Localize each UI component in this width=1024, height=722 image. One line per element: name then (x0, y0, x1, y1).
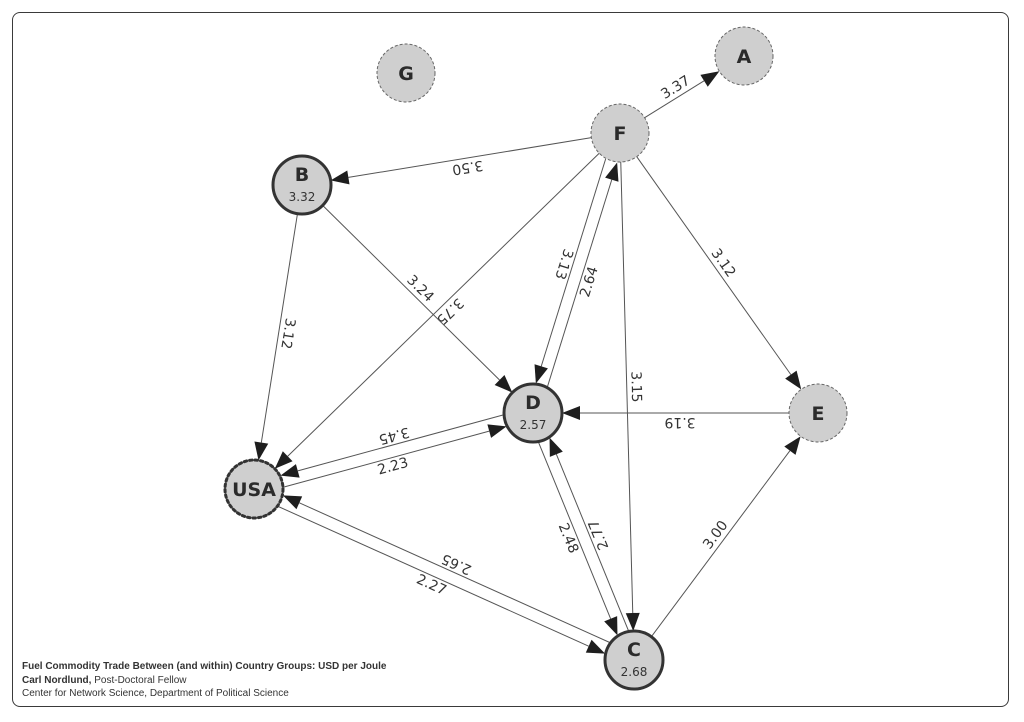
edge-line (348, 137, 592, 178)
caption-affiliation: Center for Network Science, Department o… (22, 688, 289, 699)
arrowhead-icon (254, 441, 269, 461)
edge-line (277, 505, 589, 647)
edge-weight-label: 2.65 (439, 550, 474, 577)
node-circle[interactable] (502, 382, 564, 444)
edge-weight-label: 3.19 (664, 414, 695, 430)
edge-f-to-c: 3.15 (620, 161, 644, 632)
node-circle[interactable] (714, 26, 774, 86)
edge-weight-label: 3.12 (277, 317, 298, 350)
edge-line (636, 156, 792, 375)
edge-weight-label: 2.77 (586, 517, 613, 552)
edge-line (537, 441, 612, 619)
nodes-layer: G A F B 3.32D 2.57 E USA C 2.68 (223, 26, 848, 691)
caption-title: Fuel Commodity Trade Between (and within… (22, 661, 387, 672)
edge-weight-label: 3.75 (433, 295, 467, 328)
node-circle[interactable] (223, 458, 285, 520)
node-label: G (398, 63, 414, 85)
edge-line (322, 205, 500, 381)
arrowhead-icon (282, 495, 303, 510)
edge-f-to-e: 3.12 (636, 156, 802, 390)
edge-weight-label: 3.13 (551, 247, 576, 282)
arrowhead-icon (562, 406, 580, 420)
arrowhead-icon (700, 71, 720, 87)
node-d[interactable]: D 2.57 (502, 382, 564, 444)
edge-line (644, 80, 705, 119)
arrowhead-icon (605, 162, 619, 182)
edge-line (546, 179, 613, 388)
arrowhead-icon (534, 364, 548, 384)
arrowhead-icon (785, 370, 802, 390)
arrowhead-icon (494, 375, 513, 393)
author-role: Post-Doctoral Fellow (91, 674, 187, 686)
edge-weight-label: 2.48 (555, 521, 582, 556)
node-label: B (295, 164, 309, 186)
edges-layer: 3.373.503.123.132.643.753.153.123.242.23… (254, 71, 802, 654)
caption-author: Carl Nordlund, Post-Doctoral Fellow (22, 674, 386, 688)
edge-c-to-e: 3.00 (650, 436, 801, 638)
author-name: Carl Nordlund, (22, 674, 92, 686)
arrowhead-icon (604, 616, 618, 636)
edge-b-to-d: 3.24 (322, 205, 513, 393)
arrowhead-icon (549, 437, 563, 457)
node-usa[interactable]: USA (223, 458, 285, 520)
arrowhead-icon (280, 464, 300, 478)
edge-d-to-usa: 3.45 (280, 414, 504, 478)
edge-usa-to-d: 2.23 (283, 424, 507, 488)
edge-f-to-a: 3.37 (644, 71, 720, 119)
edge-weight-label: 3.24 (403, 272, 436, 305)
edge-weight-label: 3.45 (377, 423, 411, 447)
node-circle[interactable] (788, 383, 848, 443)
edge-weight-label: 2.64 (577, 265, 602, 300)
edge-line (620, 161, 634, 614)
node-value: 2.57 (520, 418, 547, 432)
arrowhead-icon (274, 451, 293, 469)
node-f[interactable]: F (590, 103, 650, 163)
edge-b-to-usa: 3.12 (254, 213, 298, 461)
node-circle[interactable] (271, 154, 333, 216)
node-label: USA (232, 479, 276, 501)
arrowhead-icon (625, 612, 640, 632)
edge-line (650, 450, 791, 638)
arrowhead-icon (585, 639, 606, 654)
node-circle[interactable] (376, 43, 436, 103)
node-value: 3.32 (289, 190, 316, 204)
caption: Fuel Commodity Trade Between (and within… (22, 660, 386, 701)
edge-line (555, 454, 630, 632)
arrowhead-icon (330, 170, 350, 185)
node-label: A (737, 46, 752, 68)
node-a[interactable]: A (714, 26, 774, 86)
edge-weight-label: 3.15 (627, 371, 644, 403)
node-circle[interactable] (590, 103, 650, 163)
arrowhead-icon (487, 424, 507, 438)
edge-weight-label: 2.27 (414, 572, 449, 599)
node-c[interactable]: C 2.68 (603, 629, 665, 691)
node-label: E (812, 403, 825, 425)
arrowhead-icon (784, 436, 801, 455)
edge-line (287, 152, 600, 457)
node-value: 2.68 (621, 665, 648, 679)
edge-line (283, 430, 490, 488)
edge-weight-label: 2.23 (376, 455, 410, 479)
node-e[interactable]: E (788, 383, 848, 443)
node-b[interactable]: B 3.32 (271, 154, 333, 216)
node-label: F (614, 123, 627, 145)
edge-f-to-b: 3.50 (330, 137, 592, 185)
diagram-frame (12, 12, 1009, 707)
edge-line (299, 502, 611, 644)
node-g[interactable]: G (376, 43, 436, 103)
edge-e-to-d: 3.19 (562, 406, 789, 430)
node-circle[interactable] (603, 629, 665, 691)
node-label: D (525, 392, 541, 414)
edge-line (540, 158, 607, 367)
node-label: C (627, 639, 641, 661)
edge-line (260, 213, 298, 443)
edge-weight-label: 3.50 (451, 157, 484, 178)
edge-line (297, 414, 504, 472)
edge-c-to-usa: 2.65 (282, 495, 611, 644)
